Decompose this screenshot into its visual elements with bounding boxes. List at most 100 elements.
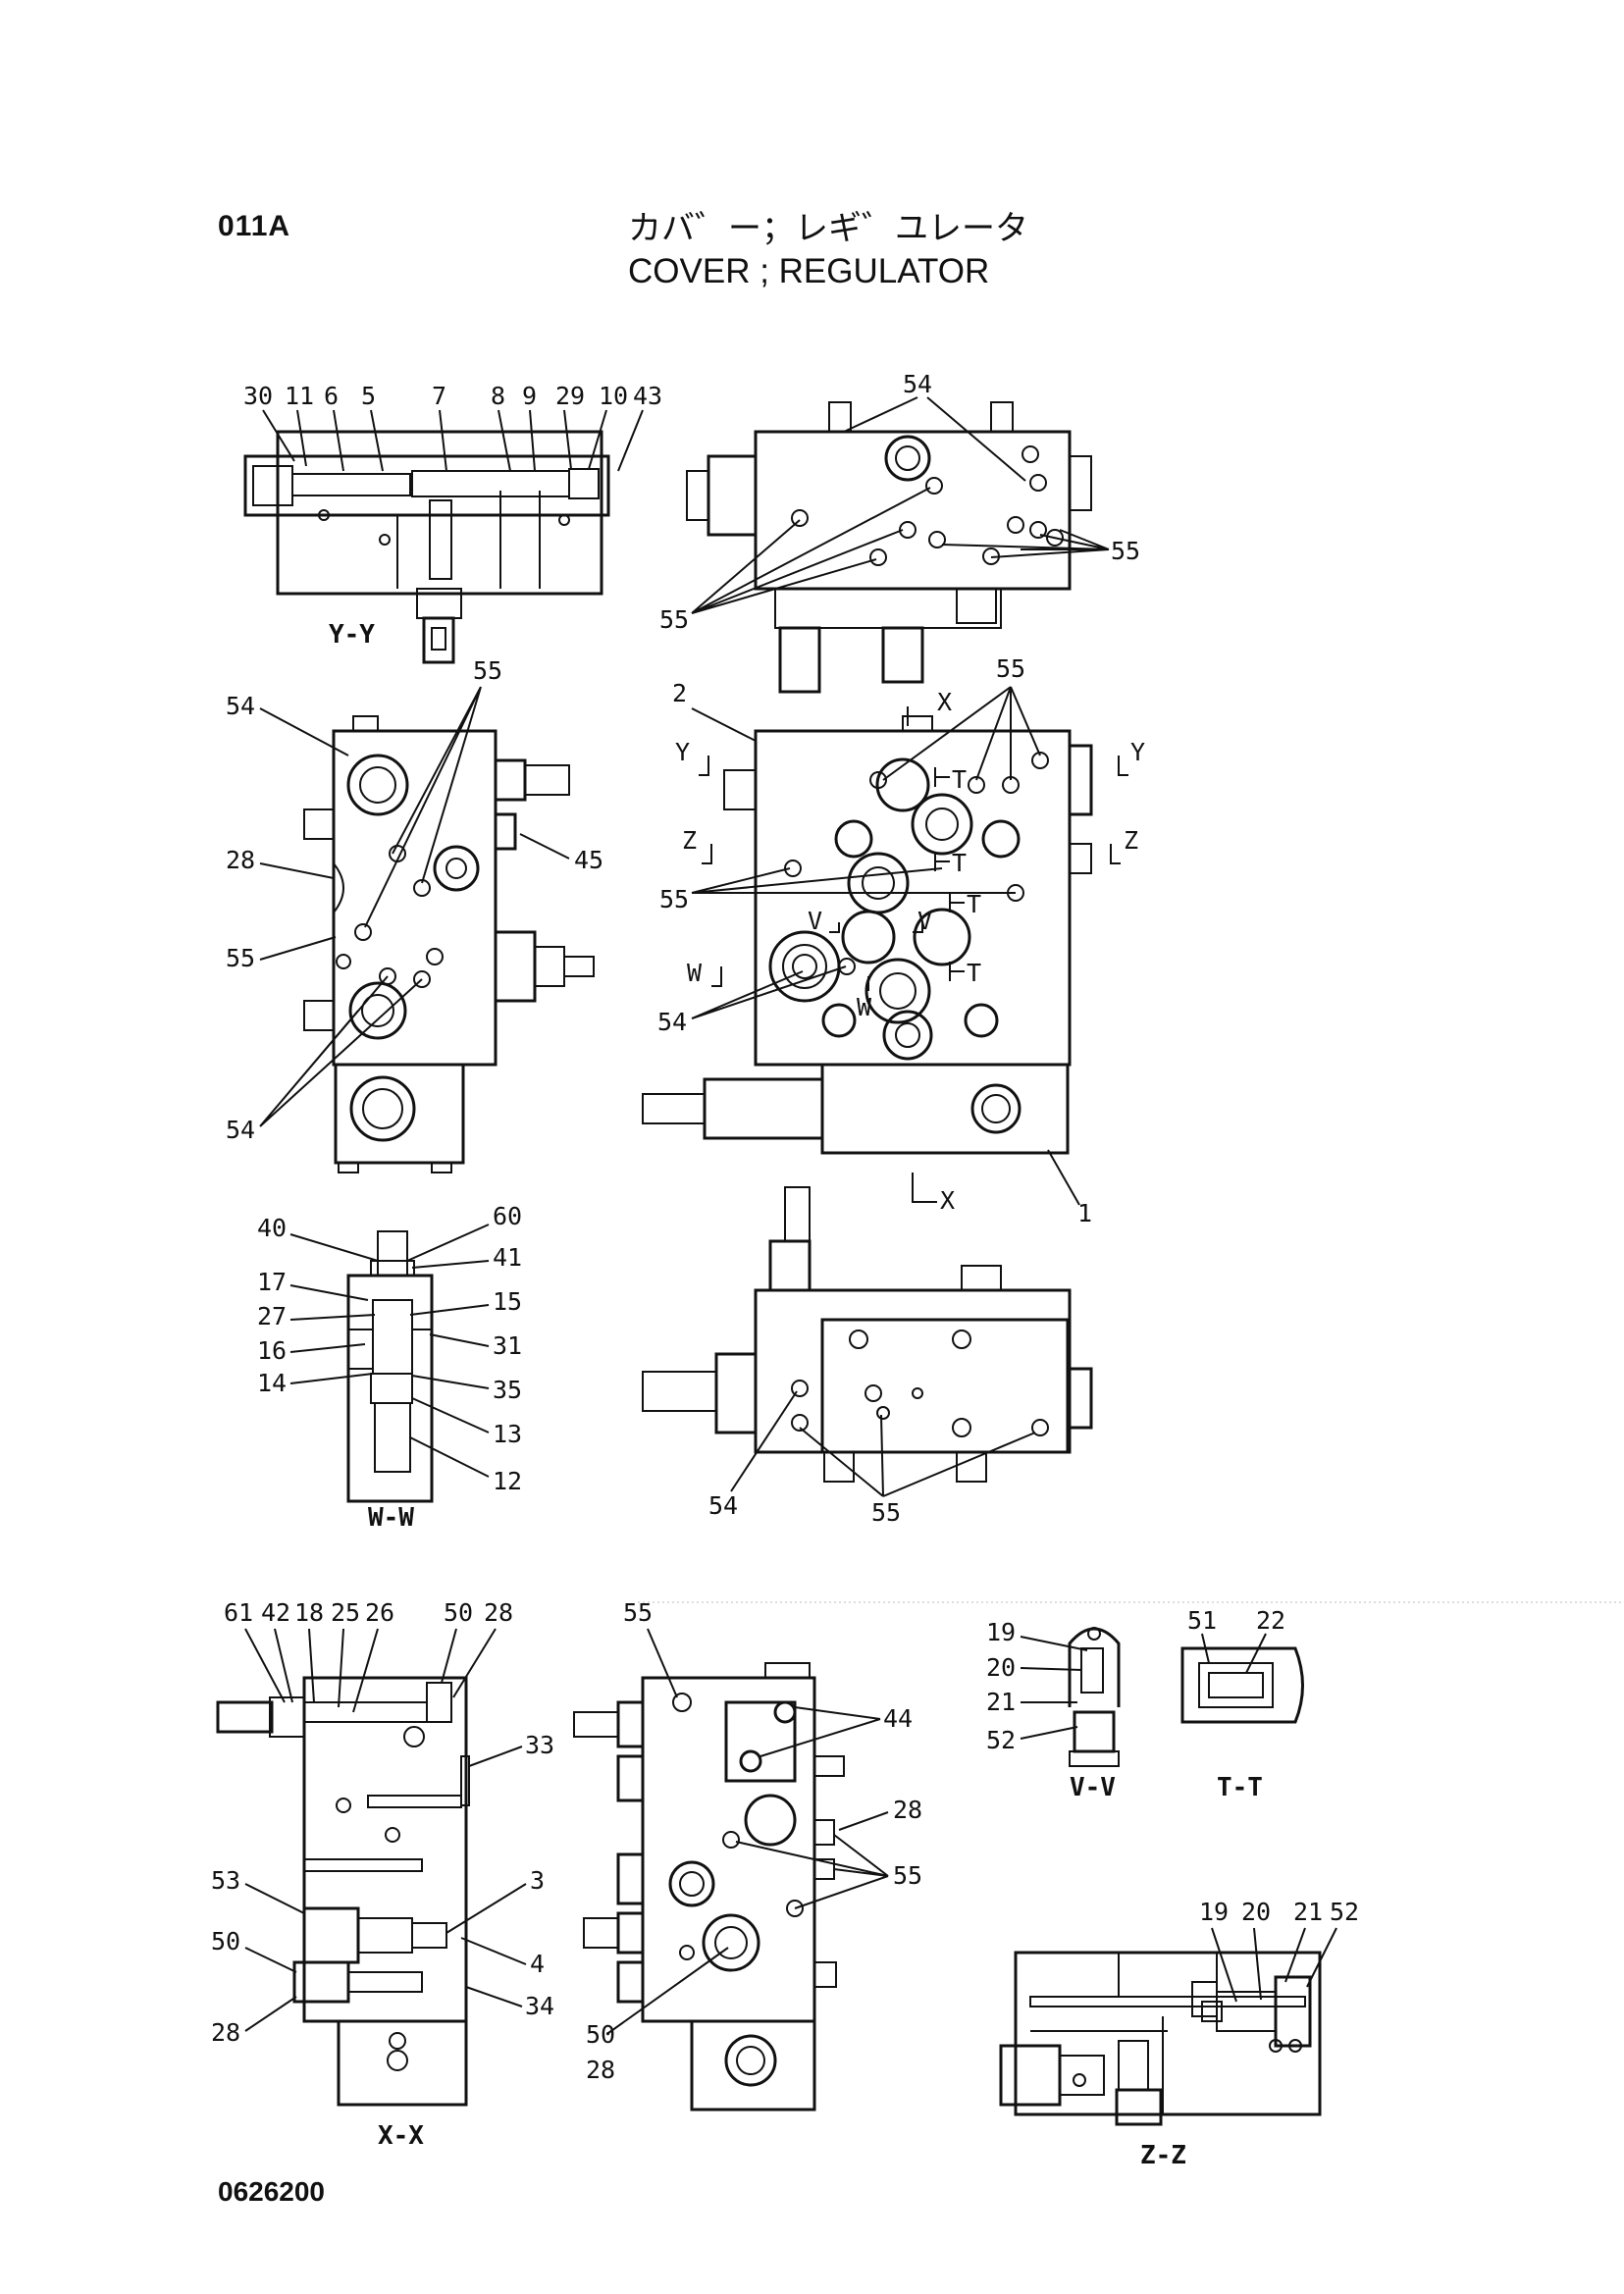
view-label-v-v: V-V — [1070, 1773, 1116, 1802]
label: 50 — [444, 1598, 473, 1627]
label: 31 — [493, 1331, 522, 1360]
label: 19 — [986, 1618, 1016, 1646]
view-label-y-y: Y-Y — [329, 620, 375, 650]
label: X — [940, 1186, 955, 1215]
view-left: 55 54 28 45 55 54 — [226, 656, 603, 1173]
label: 9 — [522, 382, 537, 410]
label: 3 — [530, 1866, 545, 1895]
label: 55 — [871, 1498, 901, 1527]
title-english: COVER ; REGULATOR — [628, 252, 990, 290]
label: 28 — [484, 1598, 513, 1627]
label: 29 — [555, 382, 585, 410]
label: 45 — [574, 846, 603, 874]
view-front: 55 2 X Y Y Z Z T T T T V V W W 55 54 X — [642, 654, 1145, 1227]
view-y-y: 30 11 6 5 7 8 9 29 10 43 Y-Y — [243, 382, 662, 664]
label: 33 — [525, 1731, 554, 1759]
title-japanese: カバ゛ー；レギ゛ユレータ — [628, 209, 1028, 248]
label: 30 — [243, 382, 273, 410]
label: 54 — [226, 1116, 255, 1144]
document-number: 0626200 — [218, 2176, 326, 2207]
label: 34 — [525, 1992, 554, 2020]
label: X — [937, 688, 952, 716]
label: Y — [675, 738, 690, 766]
label: 18 — [294, 1598, 324, 1627]
label: 60 — [493, 1202, 522, 1230]
view-t-t: 51 22 T-T — [1180, 1606, 1304, 1802]
label: V — [808, 907, 822, 935]
label: 44 — [883, 1704, 913, 1733]
label: 20 — [986, 1653, 1016, 1682]
label: 55 — [996, 654, 1025, 683]
label: 54 — [708, 1491, 738, 1520]
view-rear: 55 44 28 55 50 28 — [573, 1598, 922, 2112]
view-label-z-z: Z-Z — [1140, 2141, 1186, 2170]
label: 55 — [226, 944, 255, 972]
view-x-x: 61 42 18 25 26 50 28 33 53 3 50 4 34 28 … — [211, 1598, 554, 2151]
label: 41 — [493, 1243, 522, 1272]
label: 21 — [1293, 1898, 1323, 1926]
label: W — [687, 959, 703, 987]
label: 55 — [659, 605, 689, 634]
label: 51 — [1187, 1606, 1217, 1635]
label: 14 — [257, 1369, 287, 1397]
label: 28 — [586, 2056, 615, 2084]
label: 16 — [257, 1336, 287, 1365]
label: 53 — [211, 1866, 240, 1895]
label: 15 — [493, 1287, 522, 1316]
label: 54 — [657, 1008, 687, 1036]
label: 1 — [1077, 1199, 1092, 1227]
view-top: 54 55 55 — [659, 370, 1140, 694]
label: T — [952, 765, 967, 794]
label: 61 — [224, 1598, 253, 1627]
label: 6 — [324, 382, 339, 410]
label: 54 — [226, 692, 255, 720]
view-side: 54 55 — [642, 1186, 1093, 1527]
label: W — [857, 993, 872, 1021]
label: 54 — [903, 370, 932, 398]
label: 26 — [365, 1598, 394, 1627]
label: 8 — [491, 382, 505, 410]
label: 52 — [1330, 1898, 1359, 1926]
label: 20 — [1241, 1898, 1271, 1926]
label: 50 — [211, 1927, 240, 1955]
label: Z — [682, 826, 697, 855]
view-label-w-w: W-W — [368, 1503, 414, 1533]
label: Y — [1130, 738, 1145, 766]
label: T — [952, 849, 967, 877]
label: 28 — [211, 2018, 240, 2047]
view-label-t-t: T-T — [1217, 1773, 1263, 1802]
label: 19 — [1199, 1898, 1229, 1926]
label: 27 — [257, 1302, 287, 1330]
label: 55 — [473, 656, 502, 685]
label: V — [917, 907, 932, 935]
label: 35 — [493, 1376, 522, 1404]
label: 25 — [331, 1598, 360, 1627]
label: 22 — [1256, 1606, 1285, 1635]
label: 43 — [633, 382, 662, 410]
label: 11 — [285, 382, 314, 410]
label: 21 — [986, 1688, 1016, 1716]
label: 5 — [361, 382, 376, 410]
label: 55 — [659, 885, 689, 913]
view-label-x-x: X-X — [378, 2121, 424, 2151]
label: 10 — [599, 382, 628, 410]
label: 52 — [986, 1726, 1016, 1754]
view-z-z: 19 20 21 52 Z-Z — [999, 1898, 1359, 2170]
label: 55 — [1111, 537, 1140, 565]
label: 12 — [493, 1467, 522, 1495]
part-code: 011A — [218, 210, 291, 242]
label: 42 — [261, 1598, 290, 1627]
label: Z — [1124, 826, 1138, 855]
label: T — [967, 959, 981, 987]
label: 7 — [432, 382, 446, 410]
label: 28 — [226, 846, 255, 874]
label: T — [967, 890, 981, 918]
label: 13 — [493, 1420, 522, 1448]
label: 55 — [893, 1861, 922, 1890]
label: 17 — [257, 1268, 287, 1296]
label: 4 — [530, 1950, 545, 1978]
view-w-w: 40 60 41 17 15 27 31 16 14 35 13 12 W-W — [257, 1202, 522, 1533]
label: 28 — [893, 1796, 922, 1824]
label: 40 — [257, 1214, 287, 1242]
